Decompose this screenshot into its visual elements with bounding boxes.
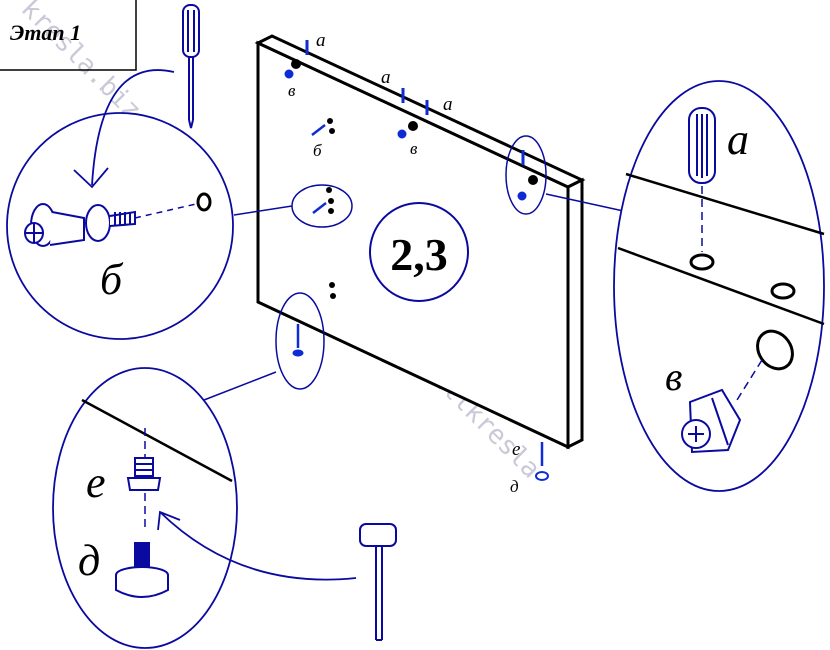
callout-label-foot: д [78, 536, 100, 585]
cam-nut-icon [681, 388, 742, 454]
screwdriver-icon [182, 4, 200, 129]
leveler-foot-icon [115, 542, 169, 598]
stage-label-box: Этап 1 [0, 0, 137, 71]
board-label-dowel-3: а [443, 94, 453, 115]
callout-label-dowel: а [727, 115, 749, 164]
board-holes [291, 59, 538, 299]
cam-bolt-icon [24, 203, 136, 247]
board-label-nut-2: в [410, 139, 418, 158]
mallet-icon [359, 523, 397, 641]
board-label-bolt-1: б [313, 141, 322, 160]
panel-number-badge: 2,3 [369, 202, 469, 302]
callout-label-insert: е [86, 458, 106, 507]
board-label-nut-1: в [288, 81, 296, 100]
stage-label: Этап 1 [10, 20, 81, 45]
board-label-dowel-2: а [381, 67, 391, 88]
callout-label-bolt: б [100, 255, 124, 304]
board-label-insert-1: е [512, 439, 520, 460]
callout-dowel-nut: а в [613, 80, 825, 492]
board-label-foot-1: д [510, 477, 519, 496]
callout-cam-bolt: б [6, 69, 234, 340]
dowel-icon [688, 107, 716, 184]
callout-leveler: е д [52, 367, 357, 649]
board-parts [284, 40, 549, 481]
board-label-dowel-1: а [316, 30, 326, 51]
watermark-top: kresla.biz [15, 0, 147, 126]
callout-label-nut: в [665, 354, 682, 399]
callout-connectors [203, 193, 629, 401]
leveler-insert-icon [126, 457, 162, 491]
panel-number: 2,3 [390, 229, 448, 280]
